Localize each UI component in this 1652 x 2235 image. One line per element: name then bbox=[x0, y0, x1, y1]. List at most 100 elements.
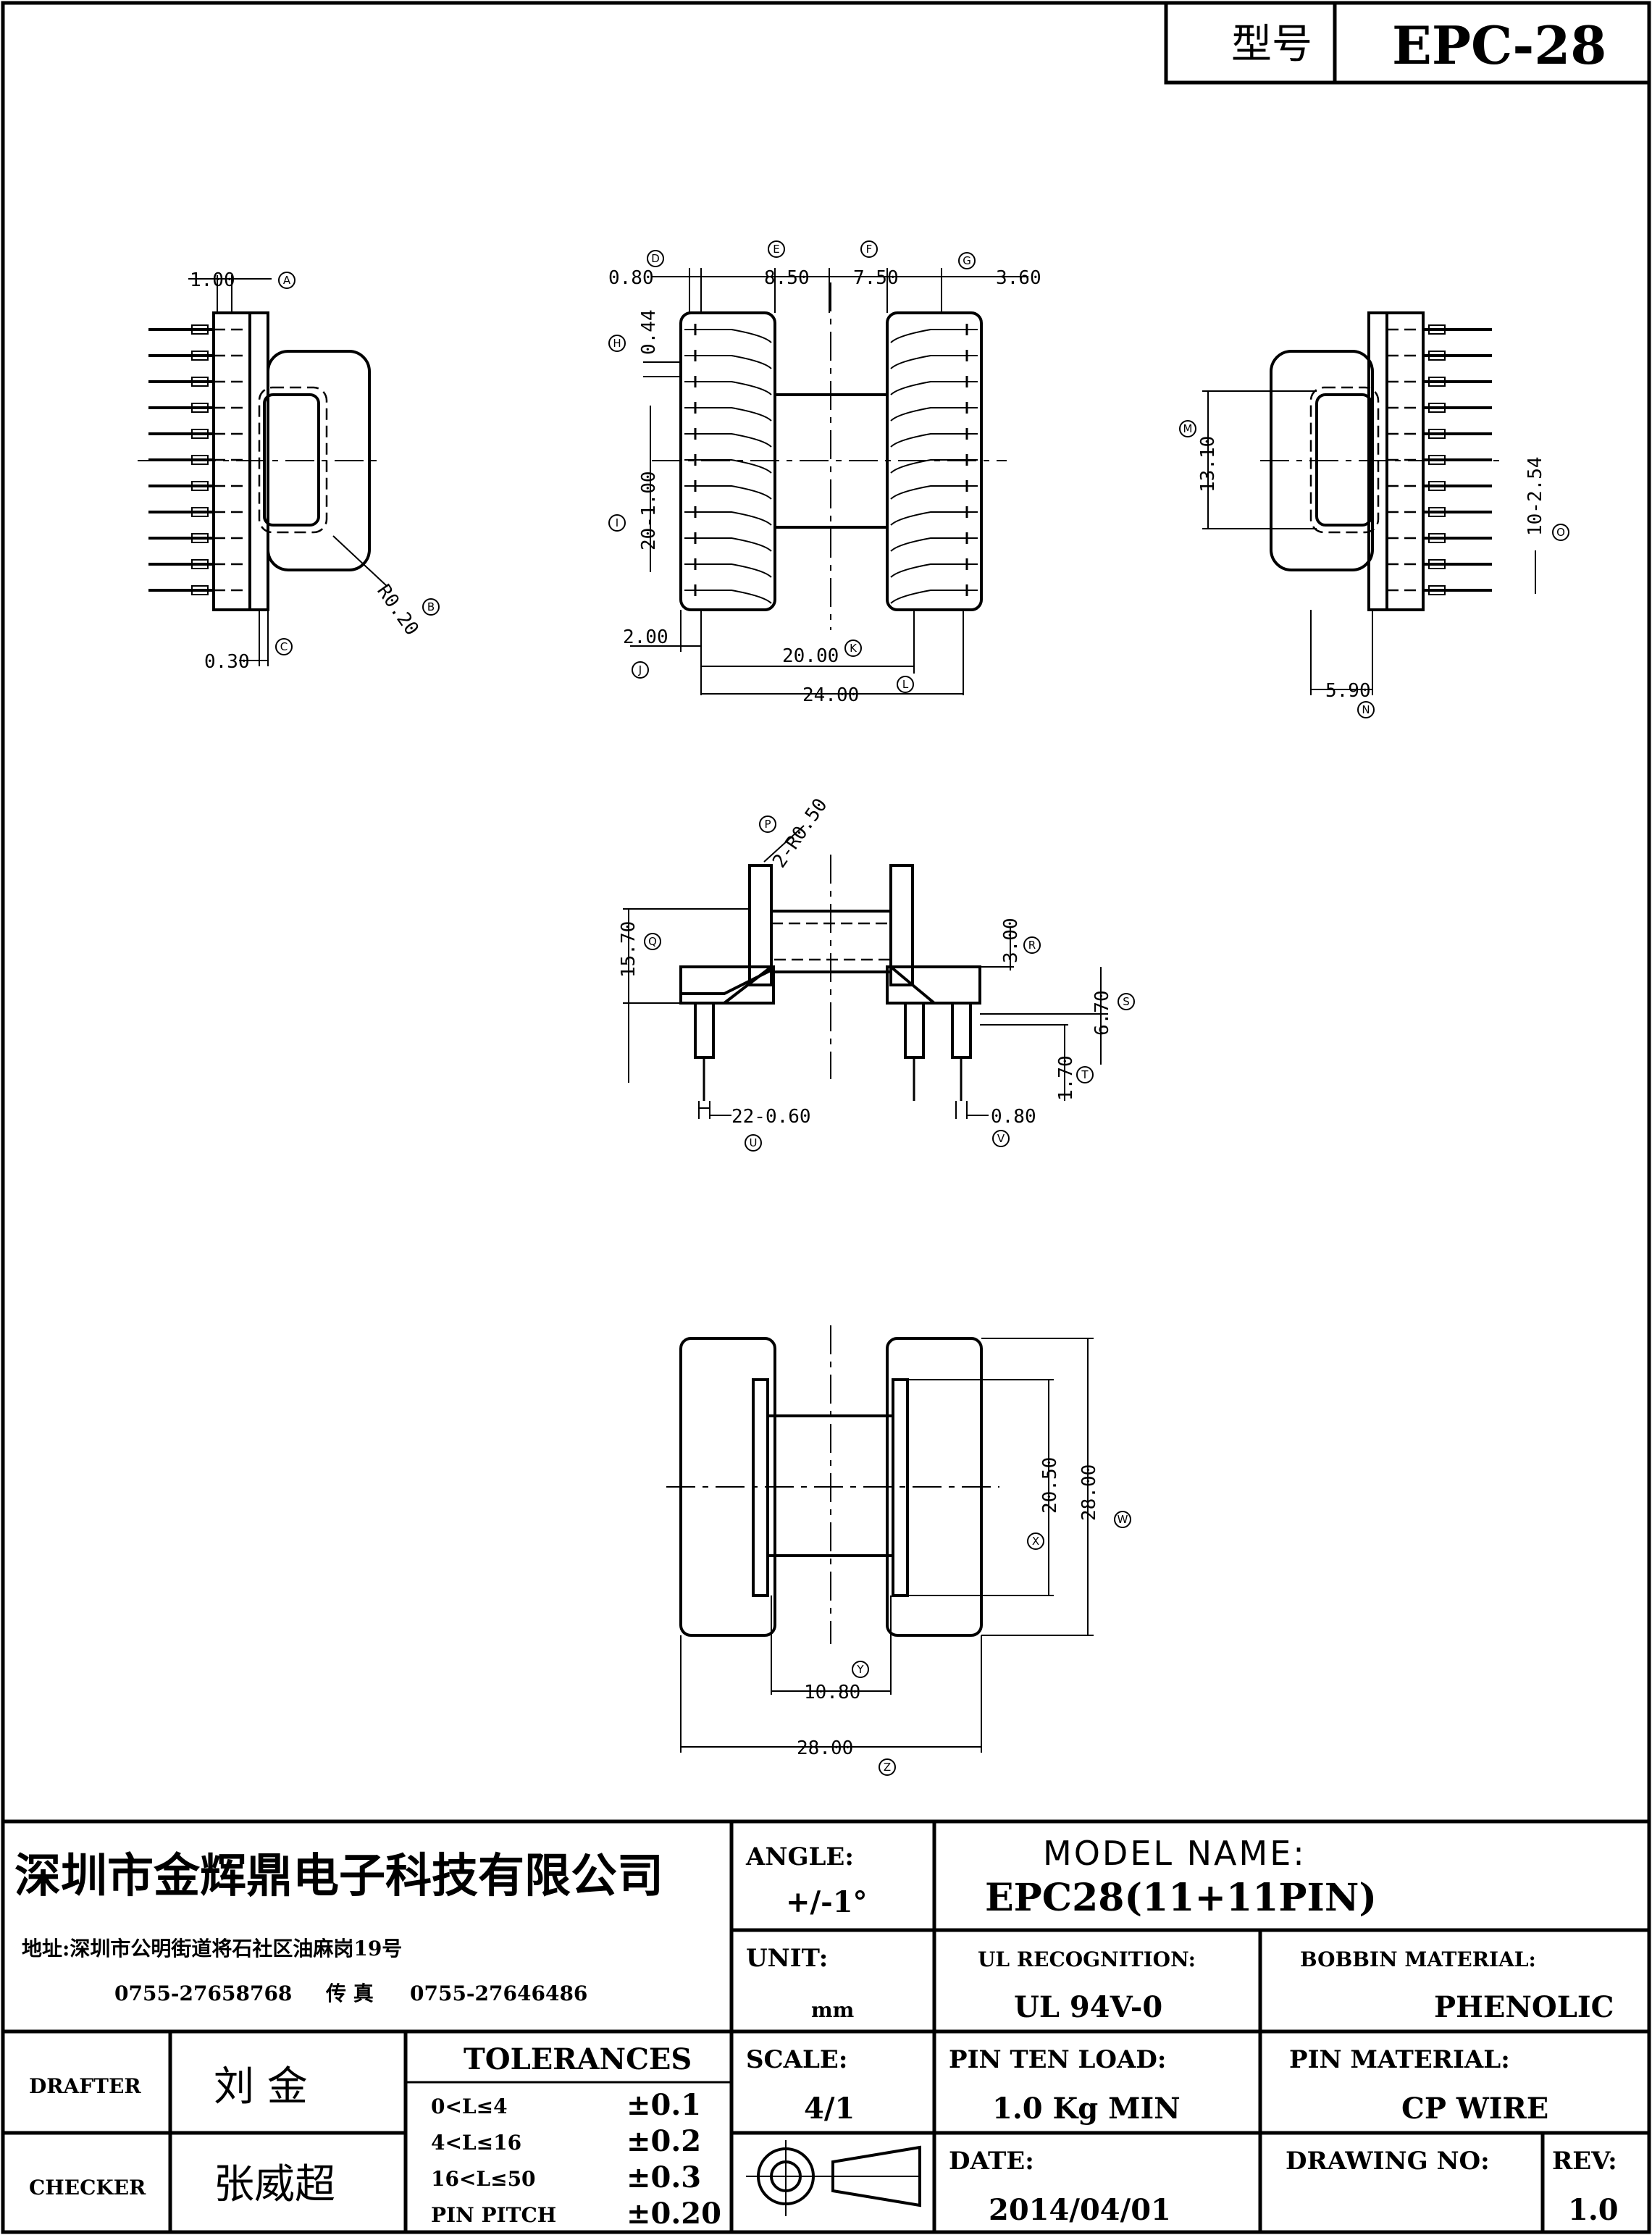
pin-slot bbox=[890, 480, 978, 500]
svg-text:O: O bbox=[1556, 526, 1565, 539]
dim-f: 7.50 bbox=[853, 267, 899, 289]
svg-text:R: R bbox=[1028, 939, 1036, 952]
pin-slot bbox=[890, 532, 978, 552]
marker-b: B bbox=[422, 598, 440, 616]
pin-slot bbox=[684, 376, 772, 395]
dim-y: 10.80 bbox=[804, 1682, 860, 1703]
side-view-left: 1.00 0.30 R0.20 bbox=[138, 269, 423, 673]
marker-s: S bbox=[1118, 993, 1135, 1010]
svg-text:V: V bbox=[997, 1132, 1005, 1145]
title-block: 深圳市金辉鼎电子科技有限公司 地址:深圳市公明街道将石社区油麻岗19号 0755… bbox=[3, 1819, 1649, 2232]
svg-text:I: I bbox=[616, 516, 619, 529]
marker-m: M bbox=[1179, 420, 1196, 437]
svg-text:E: E bbox=[773, 243, 779, 256]
dim-a: 1.00 bbox=[190, 269, 235, 291]
pin bbox=[148, 559, 250, 569]
svg-text:C: C bbox=[280, 640, 288, 653]
pin-slot bbox=[684, 506, 772, 526]
svg-text:D: D bbox=[651, 252, 660, 265]
svg-text:P: P bbox=[764, 818, 771, 831]
pin-slot bbox=[890, 376, 978, 395]
marker-c: C bbox=[275, 638, 293, 655]
svg-text:A: A bbox=[283, 274, 291, 287]
pin-slot bbox=[684, 428, 772, 448]
svg-text:J: J bbox=[638, 663, 642, 676]
pin bbox=[148, 585, 250, 595]
pin-slot bbox=[890, 350, 978, 369]
tol-value-4: ±0.20 bbox=[626, 2197, 721, 2231]
front-pin-slots-left bbox=[684, 324, 772, 604]
dim-i: 20-1.00 bbox=[638, 471, 660, 550]
pin bbox=[148, 533, 250, 543]
projection-symbol bbox=[746, 2140, 921, 2216]
drawing-no-label: DRAWING NO: bbox=[1286, 2147, 1490, 2176]
tol-value-3: ±0.3 bbox=[626, 2160, 701, 2194]
marker-w: W bbox=[1114, 1511, 1131, 1528]
pin-slot bbox=[890, 454, 978, 474]
marker-e: E bbox=[768, 240, 785, 258]
pin-load-value: 1.0 Kg MIN bbox=[992, 2092, 1181, 2126]
dim-t: 1.70 bbox=[1055, 1055, 1077, 1101]
pin bbox=[148, 403, 250, 413]
pin-material-value: CP WIRE bbox=[1401, 2092, 1548, 2126]
left-pin-row bbox=[148, 324, 250, 595]
tol-value-2: ±0.2 bbox=[626, 2124, 701, 2158]
pin-slot bbox=[684, 480, 772, 500]
pin-slot bbox=[890, 584, 978, 604]
dim-s: 6.70 bbox=[1091, 990, 1113, 1036]
company-phone: 0755-27658768 bbox=[114, 1982, 292, 2005]
pin bbox=[1387, 481, 1492, 491]
svg-text:Z: Z bbox=[884, 1761, 891, 1774]
marker-q: Q bbox=[644, 933, 661, 950]
model-header: 型号 EPC-28 bbox=[1164, 1, 1651, 85]
svg-text:Q: Q bbox=[648, 935, 657, 948]
tol-range-1: 0<L≤4 bbox=[431, 2094, 508, 2118]
dim-u: 22-0.60 bbox=[731, 1106, 811, 1128]
scale-value: 4/1 bbox=[804, 2092, 855, 2126]
marker-u: U bbox=[745, 1134, 762, 1152]
dim-v: 0.80 bbox=[991, 1106, 1036, 1128]
pin bbox=[148, 507, 250, 517]
company-name: 深圳市金辉鼎电子科技有限公司 bbox=[14, 1850, 663, 1903]
dim-e: 8.50 bbox=[764, 267, 810, 289]
unit-label: UNIT: bbox=[746, 1944, 828, 1973]
pin-load-label: PIN TEN LOAD: bbox=[949, 2045, 1166, 2074]
svg-text:X: X bbox=[1032, 1535, 1039, 1548]
marker-a: A bbox=[278, 272, 295, 289]
bobbin-value: PHENOLIC bbox=[1434, 1990, 1614, 2024]
dim-k: 20.00 bbox=[782, 645, 839, 667]
pin bbox=[1387, 507, 1492, 517]
dim-c: 0.30 bbox=[204, 651, 250, 673]
model-value: EPC-28 bbox=[1392, 14, 1606, 76]
dim-q: 15.70 bbox=[618, 921, 640, 978]
dim-d: 0.80 bbox=[608, 267, 654, 289]
fax-label: 传 真 bbox=[325, 1982, 374, 2005]
marker-y: Y bbox=[852, 1661, 869, 1678]
pin-slot bbox=[890, 506, 978, 526]
model-header-box bbox=[1164, 1, 1651, 85]
drafter-label: DRAFTER bbox=[29, 2074, 141, 2098]
pin bbox=[148, 351, 250, 361]
pin bbox=[1387, 585, 1492, 595]
pin bbox=[148, 324, 250, 335]
model-name-label: MODEL NAME: bbox=[1043, 1834, 1307, 1873]
company-address: 地址:深圳市公明街道将石社区油麻岗19号 bbox=[22, 1937, 402, 1961]
marker-n: N bbox=[1357, 701, 1375, 718]
dim-g: 3.60 bbox=[996, 267, 1041, 289]
pin-slot bbox=[684, 324, 772, 343]
pin-slot bbox=[684, 402, 772, 422]
marker-f: F bbox=[860, 240, 878, 258]
rev-value: 1.0 bbox=[1568, 2193, 1619, 2227]
pin-slot bbox=[890, 428, 978, 448]
rev-label: REV: bbox=[1552, 2147, 1617, 2176]
tolerances-label: TOLERANCES bbox=[464, 2042, 692, 2076]
date-value: 2014/04/01 bbox=[989, 2193, 1171, 2227]
company-fax: 0755-27646486 bbox=[410, 1982, 587, 2005]
svg-text:W: W bbox=[1118, 1513, 1128, 1526]
pin-slot bbox=[684, 350, 772, 369]
svg-text:Y: Y bbox=[856, 1663, 864, 1676]
tol-range-3: 16<L≤50 bbox=[431, 2167, 536, 2191]
marker-i: I bbox=[608, 514, 626, 532]
ul-label: UL RECOGNITION: bbox=[978, 1947, 1196, 1971]
pin bbox=[1387, 324, 1492, 335]
